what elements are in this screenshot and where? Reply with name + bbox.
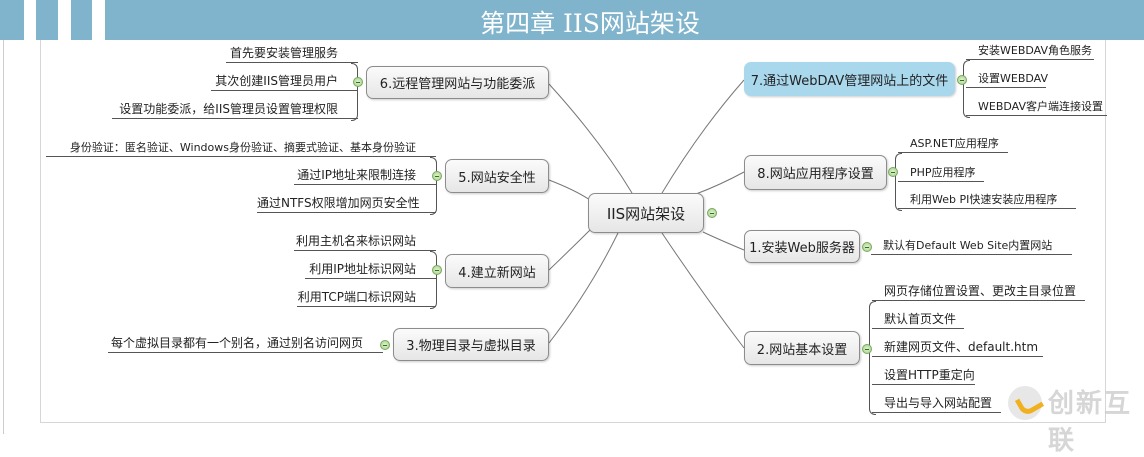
connector-n5: [548, 179, 591, 201]
title-decoration: [24, 0, 36, 40]
watermark: 创新互联: [1048, 389, 1133, 456]
collapse-icon[interactable]: [432, 265, 442, 275]
connector-n3: [548, 232, 619, 344]
connector-n6: [548, 83, 633, 194]
collapse-icon[interactable]: [888, 167, 898, 177]
collapse-icon[interactable]: [380, 340, 390, 350]
subtopic[interactable]: 新建网页文件、default.htm: [872, 340, 1043, 357]
subtopic[interactable]: 身份验证：匿名验证、Windows身份验证、摘要式验证、基本身份验证: [46, 140, 436, 157]
topic-new-website[interactable]: 4.建立新网站: [445, 254, 549, 288]
subtopic[interactable]: 设置HTTP重定向: [872, 368, 975, 385]
topic-label: 6.远程管理网站与功能委派: [379, 77, 536, 92]
topic-app-settings[interactable]: 8.网站应用程序设置: [744, 155, 887, 190]
topic-virtual-directory[interactable]: 3.物理目录与虚拟目录: [393, 328, 549, 361]
collapse-icon[interactable]: [862, 344, 872, 354]
subtopic[interactable]: 通过IP地址来限制连接: [294, 168, 436, 185]
topic-webdav[interactable]: 7.通过WebDAV管理网站上的文件: [744, 62, 955, 96]
connector-n1: [702, 231, 745, 251]
subtopic[interactable]: 设置WEBDAV: [966, 71, 1048, 88]
connector-lines: [548, 79, 745, 349]
topic-label: 7.通过WebDAV管理网站上的文件: [750, 73, 949, 89]
topic-label: 3.物理目录与虚拟目录: [406, 339, 536, 354]
subtopic[interactable]: 导出与导入网站配置: [872, 396, 1001, 413]
subtopic[interactable]: 利用Web PI快速安装应用程序: [898, 192, 1076, 209]
connector-n2: [661, 232, 745, 349]
subtopic[interactable]: 设置功能委派，给IIS管理员设置管理权限: [112, 102, 358, 119]
subtopic[interactable]: 利用IP地址标识网站: [305, 262, 436, 279]
subtopic[interactable]: 利用主机名来标识网站: [294, 234, 436, 251]
subtopic[interactable]: PHP应用程序: [898, 165, 984, 182]
topic-label: 8.网站应用程序设置: [757, 167, 874, 182]
topic-label: 5.网站安全性: [458, 170, 536, 186]
collapse-icon[interactable]: [862, 242, 872, 252]
branch-bracket: [963, 60, 970, 118]
topic-label: 2.网站基本设置: [756, 342, 848, 358]
connector-n7: [661, 79, 745, 194]
subtopic[interactable]: WEBDAV客户端连接设置: [966, 99, 1107, 116]
mindmap-canvas: [40, 40, 1106, 423]
connector-n8: [695, 171, 745, 195]
topic-label: 1.安装Web服务器: [749, 241, 855, 256]
watermark-logo-icon: [1008, 386, 1042, 420]
subtopic[interactable]: 网页存储位置设置、更改主目录位置: [872, 284, 1085, 301]
divider: [3, 40, 4, 434]
subtopic[interactable]: 首先要安装管理服务: [226, 46, 358, 63]
topic-basic-settings[interactable]: 2.网站基本设置: [744, 331, 860, 365]
subtopic[interactable]: 每个虚拟目录都有一个别名，通过别名访问网页: [108, 336, 383, 353]
subtopic[interactable]: 通过NTFS权限增加网页安全性: [257, 196, 436, 213]
branch-bracket: [895, 153, 902, 211]
title-decoration: [92, 0, 105, 40]
topic-install-web-server[interactable]: 1.安装Web服务器: [744, 230, 860, 263]
topic-label: 4.建立新网站: [458, 265, 536, 281]
title-decoration: [58, 0, 71, 40]
subtopic[interactable]: 默认首页文件: [872, 312, 964, 329]
branch-bracket: [869, 301, 876, 415]
collapse-icon[interactable]: [353, 77, 363, 87]
topic-website-security[interactable]: 5.网站安全性: [445, 159, 549, 193]
subtopic[interactable]: 其次创建IIS管理员用户: [211, 74, 358, 91]
collapse-icon[interactable]: [957, 75, 967, 85]
subtopic[interactable]: ASP.NET应用程序: [898, 136, 1008, 153]
subtopic[interactable]: 安装WEBDAV角色服务: [966, 43, 1094, 60]
central-topic-label: IIS网站架设: [606, 204, 686, 223]
title-bar: [0, 0, 1144, 40]
subtopic[interactable]: 默认有Default Web Site内置网站: [871, 238, 1072, 255]
connector-n4: [548, 227, 593, 271]
topic-remote-management[interactable]: 6.远程管理网站与功能委派: [366, 66, 549, 99]
central-topic[interactable]: IIS网站架设: [588, 193, 704, 233]
collapse-icon[interactable]: [707, 208, 717, 218]
subtopic[interactable]: 利用TCP端口标识网站: [297, 290, 436, 307]
page-title: 第四章 IIS网站架设: [480, 9, 700, 38]
collapse-icon[interactable]: [432, 171, 442, 181]
